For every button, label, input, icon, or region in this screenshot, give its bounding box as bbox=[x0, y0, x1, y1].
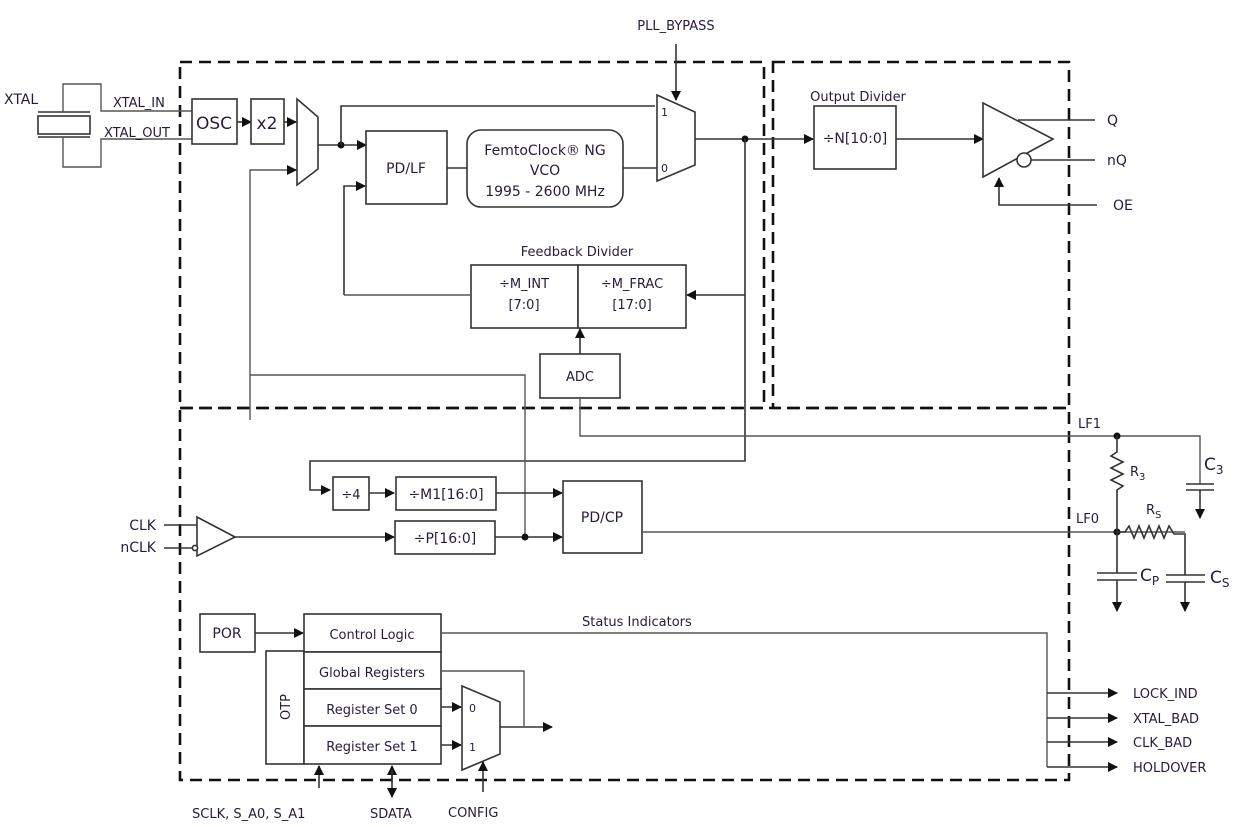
sdata-label: SDATA bbox=[370, 807, 412, 822]
global-registers-label: Global Registers bbox=[319, 666, 425, 681]
register-set-1-label: Register Set 1 bbox=[326, 740, 417, 755]
crystal-icon bbox=[37, 83, 193, 168]
input-buffer bbox=[196, 515, 237, 558]
clk-label: CLK bbox=[129, 518, 157, 534]
config-mux-input-1: 1 bbox=[469, 741, 476, 754]
m-frac-divider bbox=[577, 264, 687, 329]
cs-label: CS bbox=[1210, 568, 1230, 590]
n-divider-label: ÷N[10:0] bbox=[823, 131, 888, 147]
m-int-label-line2: [7:0] bbox=[508, 298, 539, 313]
vco-label-line3: 1995 - 2600 MHz bbox=[485, 184, 605, 200]
feedback-divider-title: Feedback Divider bbox=[521, 245, 634, 260]
q-output-label: Q bbox=[1107, 113, 1118, 129]
m-frac-label-line1: ÷M_FRAC bbox=[601, 277, 663, 292]
por-block bbox=[199, 613, 256, 653]
adc-label: ADC bbox=[566, 370, 594, 385]
bypass-mux bbox=[656, 93, 696, 183]
p-divider-label: ÷P[16:0] bbox=[414, 531, 477, 547]
cp-label: CP bbox=[1140, 566, 1159, 588]
clk-bad-label: CLK_BAD bbox=[1133, 736, 1192, 751]
bypass-mux-input-1: 1 bbox=[661, 106, 668, 119]
vco-label-line1: FemtoClock® NG bbox=[484, 143, 605, 159]
register-set-0-label: Register Set 0 bbox=[326, 703, 417, 718]
pll-bypass-label: PLL_BYPASS bbox=[637, 19, 714, 34]
reference-mux bbox=[296, 97, 319, 187]
bypass-mux-input-0: 0 bbox=[661, 162, 668, 175]
c3-label: C3 bbox=[1204, 455, 1224, 477]
m1-divider bbox=[395, 476, 497, 511]
pd-cp-block bbox=[562, 480, 643, 554]
m-int-divider bbox=[470, 264, 579, 329]
control-logic-label: Control Logic bbox=[329, 628, 414, 643]
pd-cp-label: PD/CP bbox=[581, 510, 623, 526]
por-label: POR bbox=[212, 626, 241, 642]
lf0-label: LF0 bbox=[1076, 512, 1099, 527]
resistor-rs bbox=[1117, 523, 1186, 575]
r3-label: R3 bbox=[1130, 465, 1145, 483]
otp-label: OTP bbox=[279, 694, 294, 720]
div4-label: ÷4 bbox=[341, 488, 360, 503]
lock-ind-label: LOCK_IND bbox=[1133, 687, 1198, 702]
xtal-out-label: XTAL_OUT bbox=[104, 126, 170, 141]
rs-label: RS bbox=[1146, 503, 1161, 521]
register-set-1-block bbox=[303, 725, 442, 765]
otp-block bbox=[265, 650, 305, 765]
resistor-r3 bbox=[1109, 436, 1125, 532]
serial-pins-label: SCLK, S_A0, S_A1 bbox=[192, 807, 305, 822]
m-frac-label-line2: [17:0] bbox=[612, 298, 651, 313]
m-int-label-line1: ÷M_INT bbox=[499, 277, 549, 292]
vco-label-line2: VCO bbox=[530, 163, 560, 179]
oe-input-label: OE bbox=[1113, 198, 1133, 214]
adc-block bbox=[539, 353, 621, 399]
osc-label: OSC bbox=[196, 114, 232, 134]
control-region-boundary bbox=[178, 406, 1071, 782]
output-divider-title: Output Divider bbox=[810, 90, 906, 105]
x2-label: x2 bbox=[257, 114, 278, 134]
n-divider bbox=[813, 105, 897, 170]
config-mux-input-0: 0 bbox=[469, 702, 476, 715]
xtal-bad-label: XTAL_BAD bbox=[1133, 712, 1199, 727]
lf1-label: LF1 bbox=[1078, 417, 1101, 432]
m1-divider-label: ÷M1[16:0] bbox=[408, 487, 483, 503]
output-buffer bbox=[982, 101, 1055, 179]
nq-output-label: nQ bbox=[1107, 153, 1127, 169]
register-set-0-block bbox=[303, 688, 442, 727]
nclk-label: nCLK bbox=[120, 540, 156, 556]
control-logic-block bbox=[303, 613, 442, 653]
pd-lf-block bbox=[365, 130, 448, 205]
xtal-in-label: XTAL_IN bbox=[113, 96, 165, 111]
pd-lf-label: PD/LF bbox=[386, 161, 426, 177]
config-mux bbox=[461, 684, 501, 772]
config-label: CONFIG bbox=[448, 806, 498, 821]
xtal-label: XTAL bbox=[4, 92, 38, 108]
status-indicators-title: Status Indicators bbox=[582, 615, 692, 630]
inverting-bubble bbox=[1016, 152, 1032, 168]
holdover-label: HOLDOVER bbox=[1133, 761, 1206, 776]
x2-block bbox=[250, 98, 285, 145]
